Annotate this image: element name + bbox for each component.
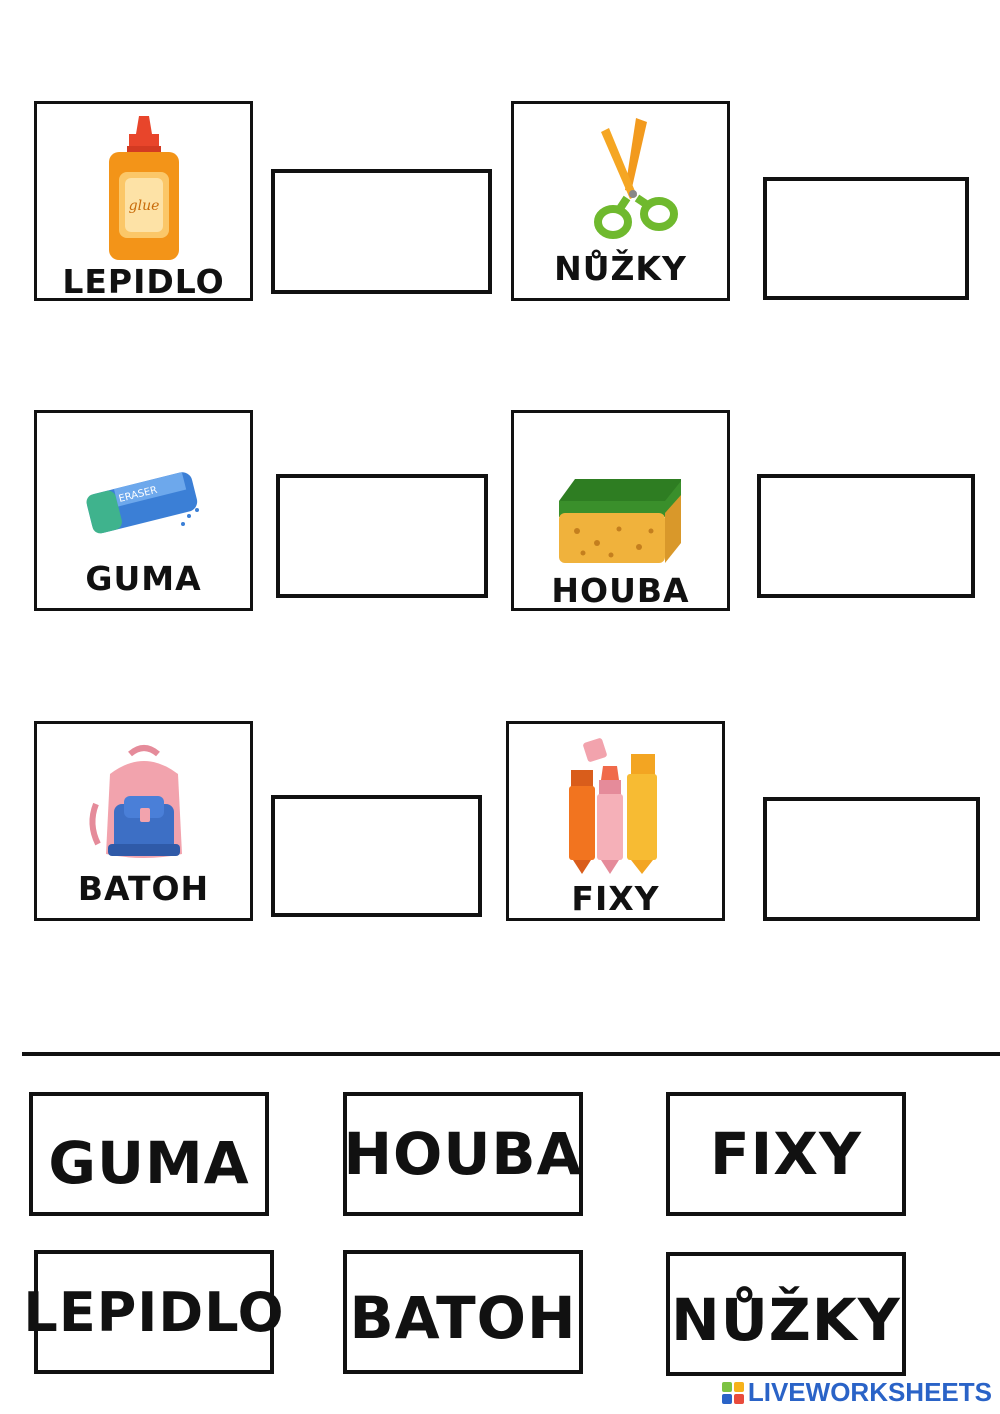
answer-slot-lepidlo[interactable] <box>271 169 492 294</box>
answer-slot-guma[interactable] <box>276 474 488 598</box>
card-label: NŮŽKY <box>554 249 687 288</box>
sponge-icon <box>514 473 727 568</box>
brand-logo: LIVEWORKSHEETS <box>721 1377 992 1408</box>
word-guma[interactable]: GUMA <box>29 1092 269 1216</box>
card-nuzky: NŮŽKY <box>511 101 730 301</box>
word-batoh[interactable]: BATOH <box>343 1250 583 1374</box>
answer-slot-nuzky[interactable] <box>763 177 969 300</box>
word-fixy[interactable]: FIXY <box>666 1092 906 1216</box>
backpack-icon <box>37 744 250 864</box>
answer-slot-houba[interactable] <box>757 474 975 598</box>
card-label: BATOH <box>77 869 210 908</box>
word-houba[interactable]: HOUBA <box>343 1092 583 1216</box>
brand-text: LIVEWORKSHEETS <box>747 1377 992 1407</box>
answer-slot-fixy[interactable] <box>763 797 980 921</box>
liveworksheets-logo-icon <box>721 1381 744 1404</box>
card-houba: HOUBA <box>511 410 730 611</box>
word-lepidlo[interactable]: LEPIDLO <box>23 1250 284 1374</box>
card-lepidlo: glue LEPIDLO <box>34 101 253 301</box>
answer-slot-batoh[interactable] <box>271 795 482 917</box>
glue-icon: glue <box>37 114 250 264</box>
card-guma: ERASER GUMA <box>34 410 253 611</box>
word-nuzky[interactable]: NŮŽKY <box>666 1252 906 1376</box>
scissors-icon <box>514 114 727 244</box>
eraser-icon: ERASER <box>37 458 250 538</box>
markers-icon <box>509 736 722 876</box>
divider-line <box>22 1052 1000 1056</box>
card-batoh: BATOH <box>34 721 253 921</box>
card-label: FIXY <box>571 879 660 918</box>
card-label: HOUBA <box>551 571 690 610</box>
card-label: LEPIDLO <box>62 262 225 301</box>
card-fixy: FIXY <box>506 721 725 921</box>
card-label: GUMA <box>85 559 202 598</box>
glue-text: glue <box>128 198 159 214</box>
